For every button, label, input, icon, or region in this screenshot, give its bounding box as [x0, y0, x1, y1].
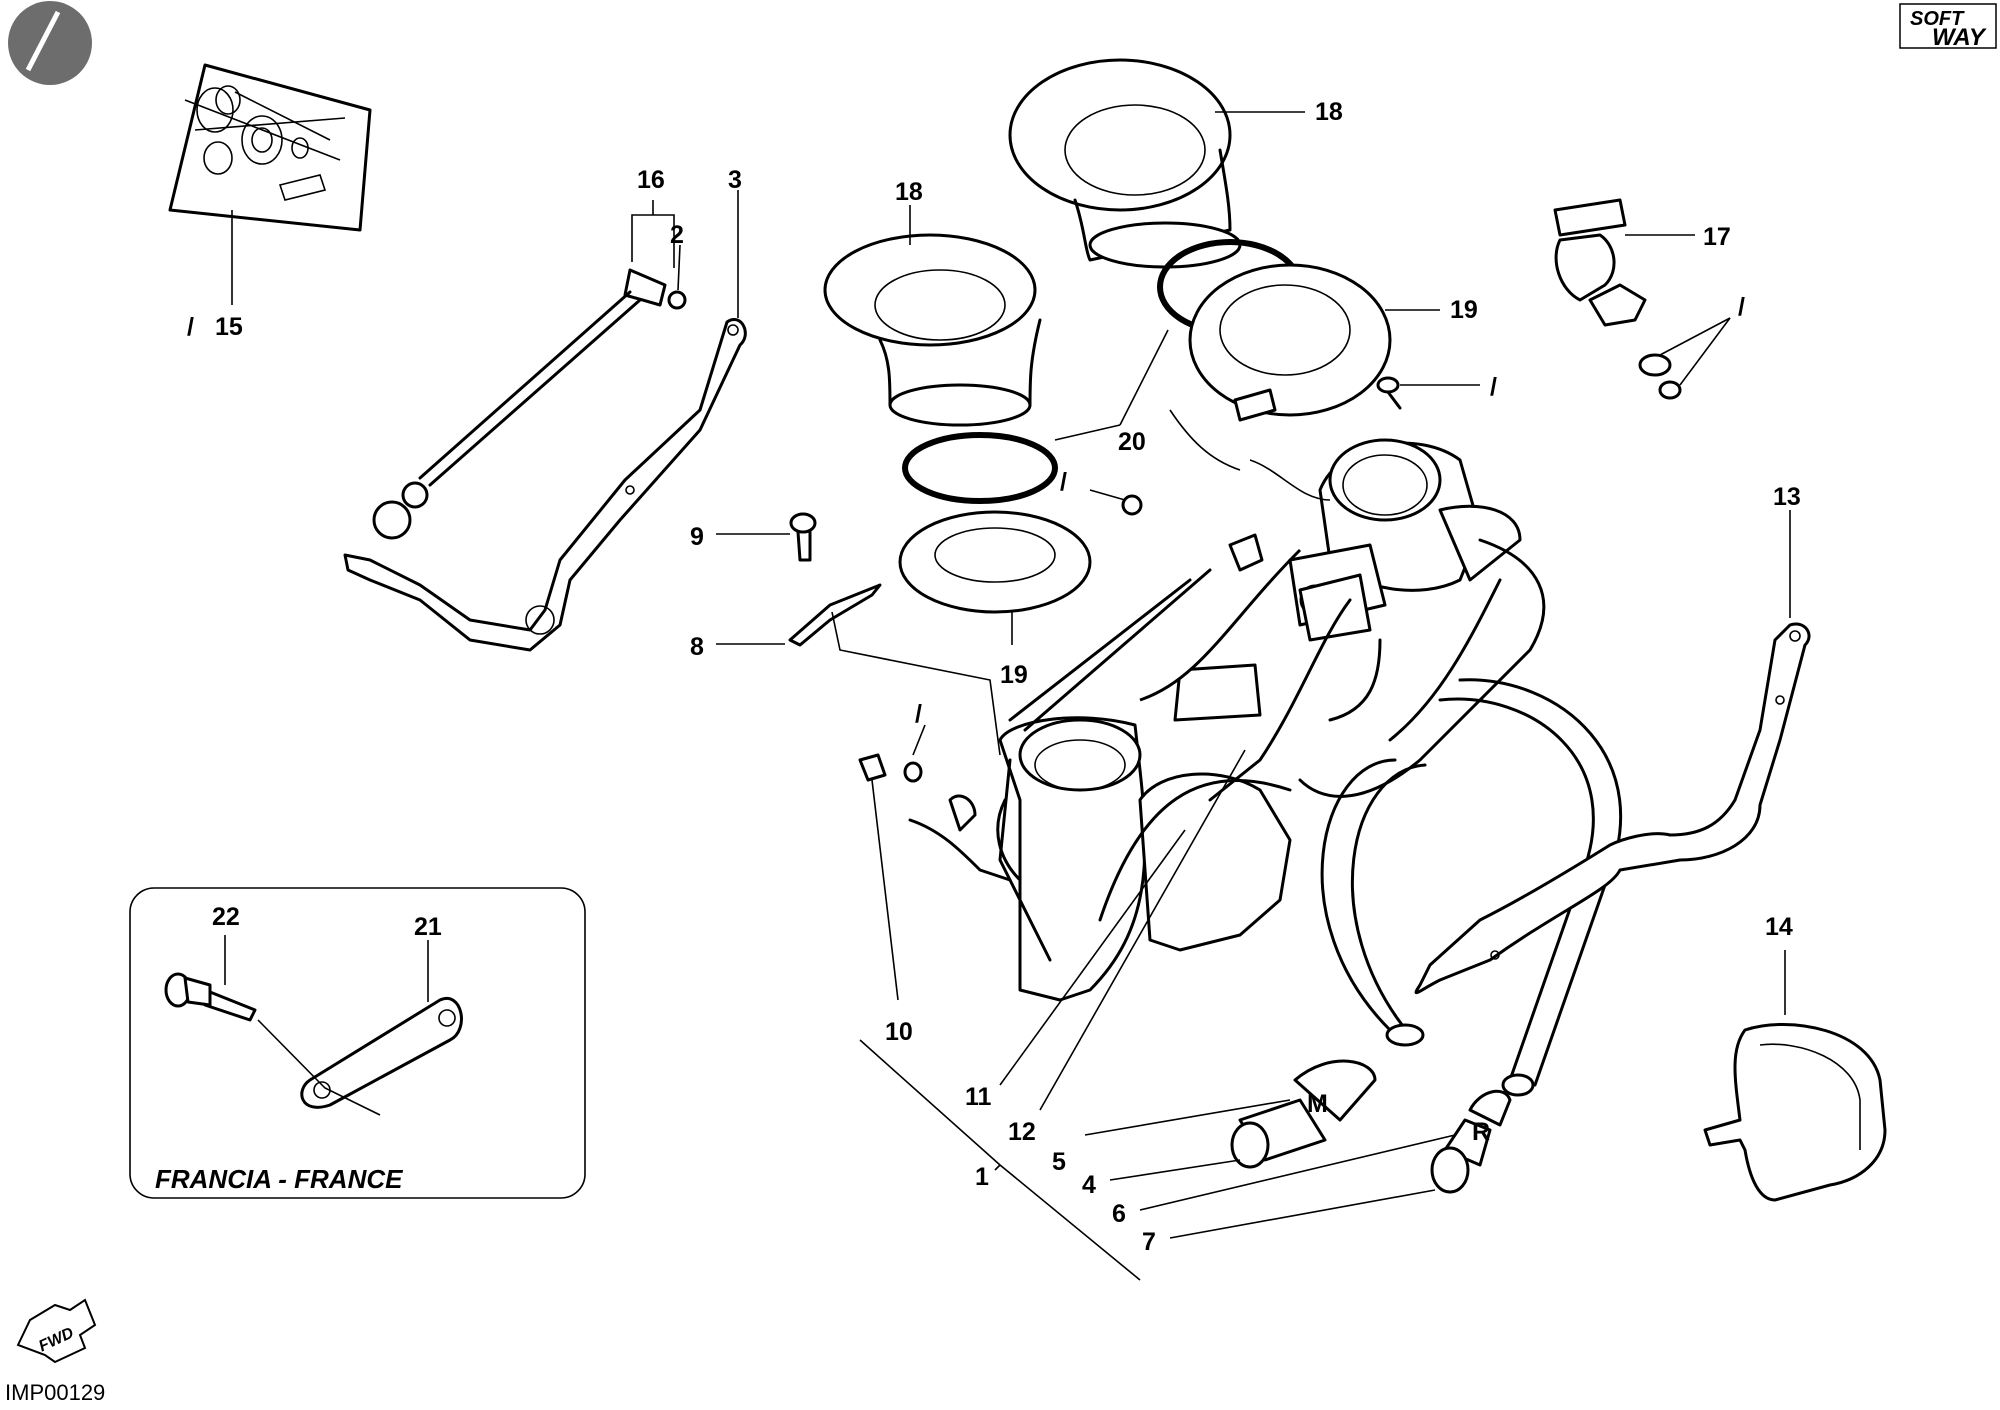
part-3-bracket — [343, 318, 747, 652]
leader-10 — [871, 779, 899, 1001]
callout-18a: 18 — [895, 178, 923, 206]
leader-2 — [677, 244, 681, 291]
part-17-injector — [1553, 198, 1682, 400]
callout-1: 1 — [975, 1163, 989, 1191]
bracket-1 — [859, 1039, 1141, 1281]
softway-logo: SOFT WAY — [1899, 3, 1997, 51]
leader-4 — [1109, 1159, 1241, 1181]
callout-9: 9 — [690, 523, 704, 551]
leader-10-seal — [912, 724, 926, 756]
callout-13: 13 — [1773, 483, 1801, 511]
callout-19b: 19 — [1450, 296, 1478, 324]
leader-11 — [999, 829, 1186, 1086]
inset-caption: FRANCIA - FRANCE — [155, 1164, 403, 1194]
part-14-cover — [1703, 1023, 1887, 1202]
leader-small-o-ring — [1089, 489, 1126, 501]
screw-right — [1376, 376, 1402, 410]
assembly-line-8 — [831, 611, 1001, 756]
leader-5 — [1084, 1099, 1291, 1136]
part-19-flange-right — [1188, 263, 1392, 417]
callout-2: 2 — [670, 221, 684, 249]
leader-16 — [631, 200, 675, 268]
parts-4-7-hoses: M R — [1230, 678, 1623, 1194]
leader-1 — [994, 1164, 1001, 1171]
callout-19a: 19 — [1000, 661, 1028, 689]
hose-mark-m: M — [1307, 1090, 1328, 1118]
callout-16: 16 — [637, 166, 665, 194]
part-15-seal-kit — [168, 63, 372, 232]
part-10-adjuster-screw — [858, 753, 923, 783]
part-16-linkage-rod — [372, 268, 667, 540]
logo-line-2: WAY — [1932, 24, 1987, 51]
leader-17-seals — [1659, 317, 1731, 386]
slash-mark-1: / — [1060, 468, 1067, 496]
callout-6: 6 — [1112, 1200, 1126, 1228]
slash-mark-4: / — [915, 700, 922, 728]
callout-7: 7 — [1142, 1228, 1156, 1256]
part-13-frame-bracket — [1414, 622, 1811, 995]
logo-line-1: SOFT — [1910, 8, 1965, 30]
assembly-line-21-22 — [257, 1019, 381, 1116]
drawing-code: IMP00129 — [5, 1380, 105, 1405]
part-19-flange-left — [898, 510, 1092, 614]
callout-18b: 18 — [1315, 98, 1343, 126]
callout-21: 21 — [414, 913, 442, 941]
france-inset: 22 21 FRANCIA - FRANCE — [129, 887, 586, 1199]
catalog-emblem — [8, 1, 92, 85]
part-21-link-plate — [300, 996, 463, 1109]
callout-15: 15 — [215, 313, 243, 341]
callout-8: 8 — [690, 633, 704, 661]
leader-6 — [1139, 1134, 1456, 1211]
callout-10: 10 — [885, 1018, 913, 1046]
callout-14: 14 — [1765, 913, 1793, 941]
fwd-arrow-icon: FWD — [16, 1298, 97, 1364]
callout-4: 4 — [1082, 1171, 1096, 1199]
callout-5: 5 — [1052, 1148, 1066, 1176]
part-18-velocity-stack-left — [823, 233, 1042, 427]
part-1-throttle-body-assembly — [908, 388, 1546, 1002]
part-8-bracket-plate — [788, 583, 882, 647]
callout-17: 17 — [1703, 223, 1731, 251]
slash-mark-3: / — [1738, 293, 1745, 321]
slash-mark-2: / — [1490, 373, 1497, 401]
part-9-screw — [789, 512, 817, 562]
callout-22: 22 — [212, 903, 240, 931]
leader-20 — [1054, 329, 1169, 441]
part-2-clip — [667, 290, 687, 310]
small-o-ring — [1121, 494, 1143, 516]
callout-12: 12 — [1008, 1118, 1036, 1146]
callout-3: 3 — [728, 166, 742, 194]
callout-15-slash: / — [187, 313, 194, 341]
leader-12 — [1039, 749, 1246, 1111]
callout-11: 11 — [965, 1083, 992, 1111]
hose-mark-r: R — [1472, 1118, 1490, 1146]
part-22-bolt — [164, 972, 257, 1022]
callout-20: 20 — [1118, 428, 1146, 456]
leader-7 — [1169, 1189, 1436, 1239]
part-18-velocity-stack-right — [1008, 58, 1242, 269]
